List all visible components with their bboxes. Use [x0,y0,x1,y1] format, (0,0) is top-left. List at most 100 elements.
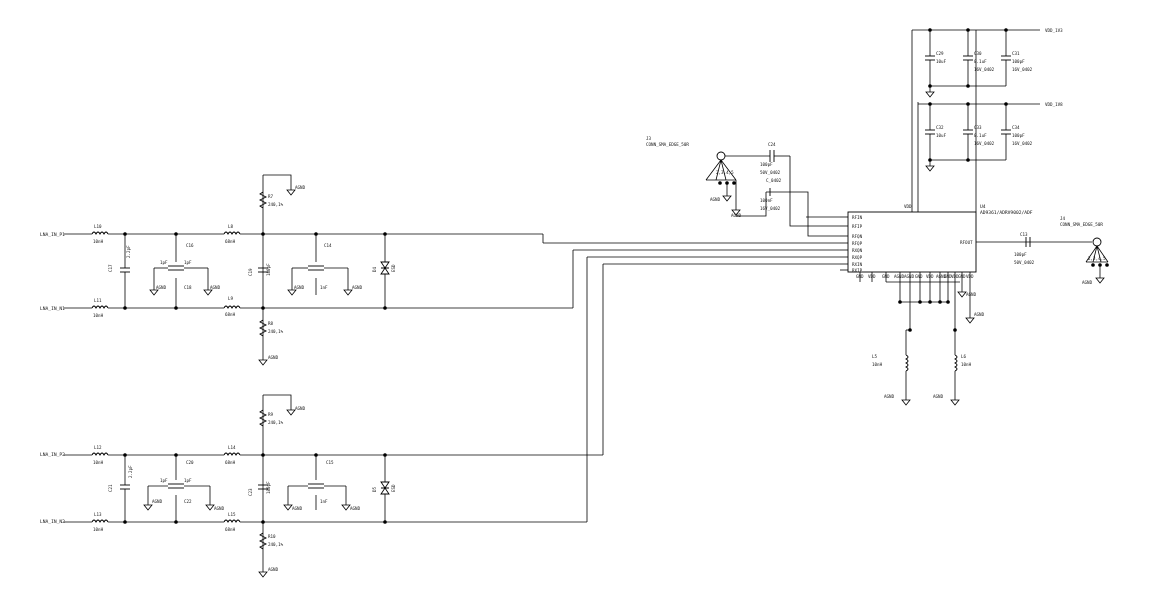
pin-label: VDD [926,274,934,279]
label-c19: C19 [248,268,253,276]
filter-group-1: LNA_IN_P1 LNA_IN_N1 L10 10nH L11 10nH L8… [40,174,840,366]
rail-vdd-1v3: VDD_1V3 [1045,28,1063,33]
supply-decoupling: VDD_1V3 VDD_1V8 C29 10uF C30 0.1uF 16V_0… [912,28,1063,172]
pin-label: RXIP [852,268,863,273]
spec-c24: 50V_0402 [760,170,781,175]
rail-vdd-1v8: VDD_1V8 [1045,102,1063,107]
pin-label-rfout: RFOUT [960,240,973,245]
label-c33: C33 [974,125,982,130]
gnd-label: AGND [268,567,279,572]
gnd-label: AGND [268,355,279,360]
pin-label: GND [915,274,923,279]
label-l10: L10 [94,224,102,229]
net-label-lna-in-n2: LNA_IN_N2 [40,519,65,525]
net-label-lna-in-p1: LNA_IN_P1 [40,232,65,238]
resistor-r8 [258,319,268,337]
value-l15: 68nH [225,527,236,532]
label-c23: C23 [248,488,253,496]
value-l12: 10nH [93,460,104,465]
label-r9: R9 [268,412,274,417]
label-l13: L13 [94,512,102,517]
value-l6: 10nH [961,362,972,367]
label-d5: D5 [372,486,377,492]
value-c33: 0.1uF [974,133,987,138]
pin-label: RXQP [852,255,863,260]
label-c17: C17 [108,264,113,272]
inductor-l6 [953,354,958,372]
pin-label: GND [958,274,966,279]
inductor-l5 [904,354,909,372]
pin-label: RFQP [852,241,863,246]
gnd-label: AGND [152,499,163,504]
label-c22: C22 [184,499,192,504]
value-l10: 10nH [93,239,104,244]
inductor-l13 [91,519,109,524]
value-c30: 0.1uF [974,59,987,64]
pkg-c24: C_0402 [766,178,782,183]
value-c24: 100pF [760,162,773,167]
label-c32: C32 [936,125,944,130]
label-l6: L6 [961,354,967,359]
pins-j4: 2,3,4,5 [1088,256,1106,261]
gnd-label: AGND [731,213,742,218]
net-label-lna-in-p2: LNA_IN_P2 [40,452,65,458]
gnd-label: AGND [292,506,303,511]
pin-label: GND [856,274,864,279]
gnd-label: AGND [884,394,895,399]
label-l12: L12 [94,445,102,450]
label-d4: D4 [372,266,377,272]
inductor-l11 [91,305,109,310]
label-c13: C13 [1020,232,1028,237]
inductor-l14 [223,452,241,457]
label-c29: C29 [936,51,944,56]
gnd-label: AGND [710,197,721,202]
value-c31: 100pF [1012,59,1025,64]
value-r10: 240,1% [268,542,284,547]
pin-label: AGND [936,274,947,279]
part-j4: CONN_SMA_EDGE_50R [1060,222,1103,227]
ic-part: AD9361/ADRV9002/ADF [980,210,1033,216]
ic-u4: U4 AD9361/ADRV9002/ADF RFIN RFIP RFQN RF… [840,30,1092,406]
gnd-label: AGND [966,292,977,297]
value-c14: 1nF [320,285,328,290]
resistor-r10 [258,532,268,550]
label-c16: C16 [186,243,194,248]
label-l9: L9 [228,296,234,301]
label-c21: C21 [108,484,113,492]
inductor-l12 [91,452,109,457]
spec-c13: 50V_0402 [1014,260,1035,265]
gnd-label: AGND [350,506,361,511]
label-l14: L14 [228,445,236,450]
pin-label: RFIN [852,215,863,220]
pin-label-top: VDD [904,204,912,209]
spec-c33: 16V_0402 [974,141,995,146]
value-c13: 100pF [1014,252,1027,257]
pin-label: RFIP [852,224,863,229]
value-c15: 1nF [320,499,328,504]
ic-ref: U4 [980,204,986,210]
label-r8: R8 [268,321,274,326]
label-c30: C30 [974,51,982,56]
value-c32: 10uF [936,133,947,138]
inductor-l9 [223,305,241,310]
pin-label: AGND [894,274,905,279]
pin-label: GND [944,274,952,279]
label-j4: J4 [1060,216,1066,221]
pin-label: RFQN [852,234,863,239]
label-l11: L11 [94,298,102,303]
inductor-l8 [223,231,241,236]
gnd-label: AGND [295,406,306,411]
pin-label: VDD [966,274,974,279]
label-l8: L8 [228,224,234,229]
resistor-r9 [258,409,268,427]
connector-j4: C13 100pF 50V_0402 J4 CONN_SMA_EDGE_50R … [1014,216,1109,285]
pin-label: AGND [904,274,915,279]
value-l8: 68nH [225,239,236,244]
value-c20: 1pF [160,478,168,483]
value-r7: 240,1% [268,202,284,207]
pin-label: RXQN [852,248,863,253]
label-r10: R10 [268,534,276,539]
gnd-label: AGND [974,312,985,317]
